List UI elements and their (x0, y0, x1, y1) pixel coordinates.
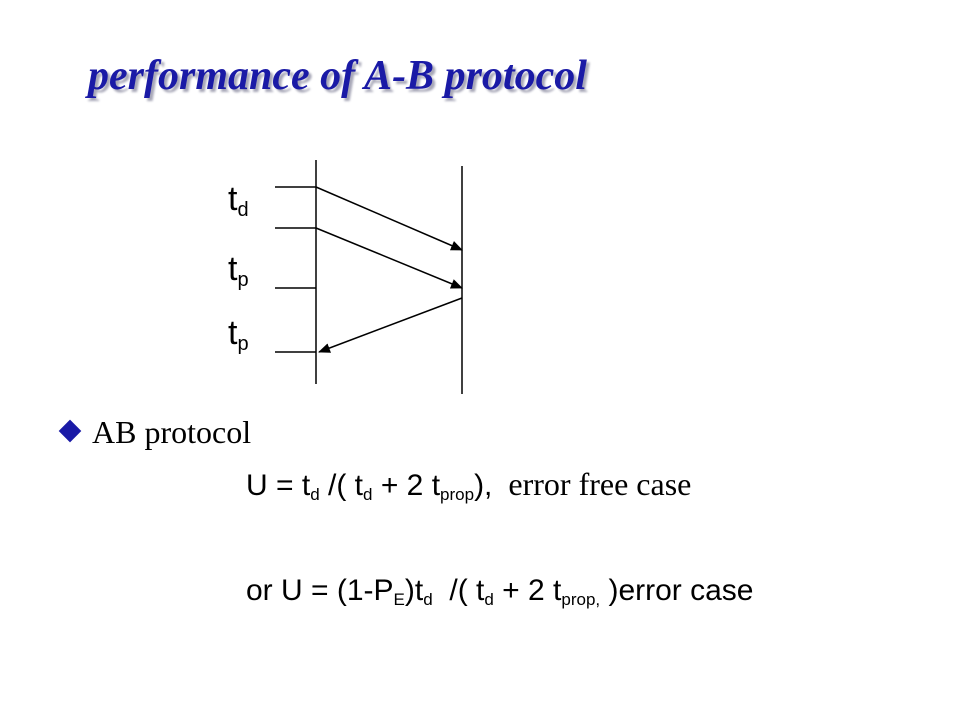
diamond-bullet-icon (58, 419, 82, 443)
label-tp-2: tp (228, 314, 249, 355)
data-end-arrow (315, 227, 463, 289)
label-td: td (228, 180, 249, 221)
formula-error-free: U = td /( td + 2 tprop), error free case (246, 466, 692, 504)
ack-arrow (318, 297, 463, 353)
formula-error: or U = (1-PE)td /( td + 2 tprop, )error … (246, 574, 754, 609)
bullet-text: AB protocol (92, 414, 252, 450)
data-start-arrow (315, 186, 463, 251)
label-tp-1: tp (228, 250, 249, 291)
slide-title: performance of A-B protocol (88, 53, 587, 99)
bullet-item: AB protocol (58, 414, 252, 451)
